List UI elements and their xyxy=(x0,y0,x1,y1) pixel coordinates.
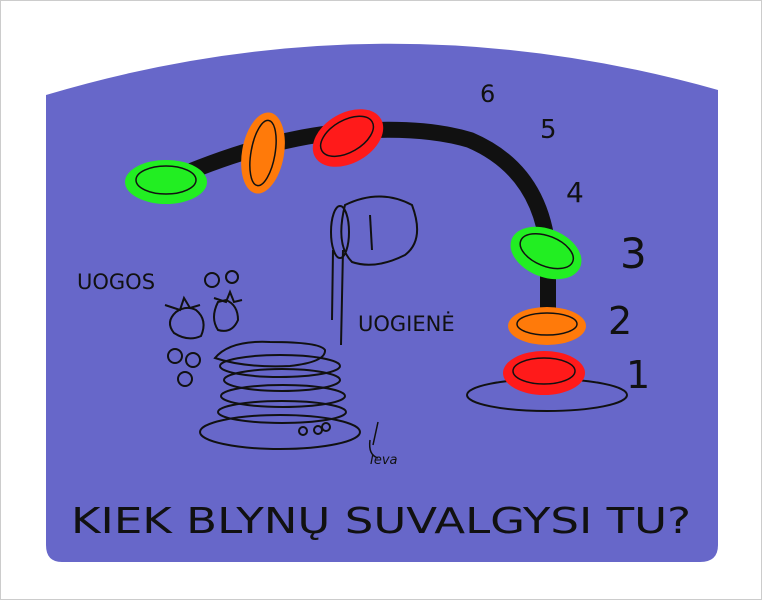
purple-panel xyxy=(46,43,718,562)
track-number-4: 4 xyxy=(566,176,584,209)
jam-label: UOGIENĖ xyxy=(358,311,455,336)
svg-text:Ieva: Ieva xyxy=(370,453,398,468)
pancake-orange-1 xyxy=(241,112,285,194)
track-number-5: 5 xyxy=(540,115,557,145)
track-number-6: 6 xyxy=(480,80,495,108)
pancake-green-2 xyxy=(510,226,582,280)
track-number-3: 3 xyxy=(620,229,647,278)
pancake-green-1 xyxy=(125,160,207,204)
jam-jar-icon xyxy=(330,195,419,346)
berries-label: UOGOS xyxy=(77,270,155,294)
signature: Ieva xyxy=(368,421,398,468)
strawberry-icon xyxy=(164,289,243,340)
pancake-red-1 xyxy=(312,109,384,167)
page-title: KIEK BLYNŲ SUVALGYSI TU? xyxy=(71,501,691,542)
pancake-red-2 xyxy=(503,351,585,395)
pancake-stack-icon xyxy=(199,340,361,450)
pancake-orange-2 xyxy=(508,307,586,345)
track-number-1: 1 xyxy=(626,353,650,397)
track-number-2: 2 xyxy=(608,299,632,343)
blueberries-icon xyxy=(167,270,239,387)
